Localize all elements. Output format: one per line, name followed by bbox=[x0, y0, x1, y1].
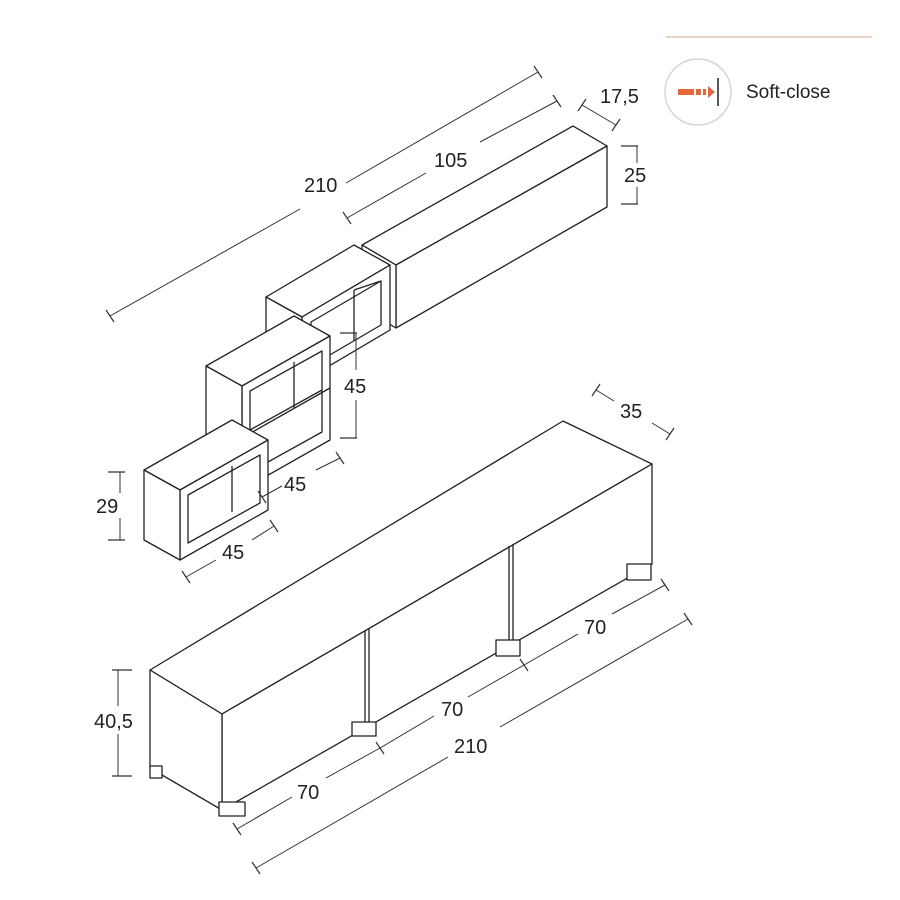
dim-wall-total-width-label: 210 bbox=[304, 175, 337, 197]
dim-small-width: 45 bbox=[181, 519, 279, 584]
wall-cube-lower bbox=[143, 419, 269, 561]
dim-small-height: 29 bbox=[96, 471, 125, 541]
dim-base-total-width-label: 210 bbox=[454, 736, 487, 758]
dim-base-depth: 35 bbox=[591, 383, 675, 441]
soft-close-label: Soft-close bbox=[746, 82, 830, 103]
dim-door-middle-label: 70 bbox=[441, 699, 463, 721]
dim-base-height-label: 40,5 bbox=[94, 711, 133, 733]
dim-shelf-depth-label: 17,5 bbox=[600, 86, 639, 108]
base-foot bbox=[351, 721, 377, 737]
dim-small-width-label: 45 bbox=[222, 542, 244, 564]
dim-cube-height: 45 bbox=[340, 332, 366, 439]
dim-base-depth-label: 35 bbox=[620, 401, 642, 423]
dim-door-left-label: 70 bbox=[297, 782, 319, 804]
base-foot bbox=[149, 765, 163, 779]
wall-shelf-box bbox=[361, 125, 608, 329]
dim-door-right-label: 70 bbox=[584, 617, 606, 639]
dim-shelf-height-label: 25 bbox=[624, 165, 646, 187]
dim-wall-total-width: 210 bbox=[105, 65, 543, 323]
dim-shelf-depth: 17,5 bbox=[577, 86, 639, 132]
base-foot bbox=[626, 563, 652, 581]
dim-base-total-width: 210 bbox=[251, 612, 693, 875]
base-foot bbox=[218, 801, 246, 817]
dim-cube-height-label: 45 bbox=[344, 376, 366, 398]
dim-shelf-height: 25 bbox=[621, 145, 646, 205]
dim-door-left: 70 bbox=[232, 741, 385, 836]
dim-base-height: 40,5 bbox=[94, 669, 133, 777]
dim-cube-depth-label: 45 bbox=[284, 474, 306, 496]
dim-cube-depth: 45 bbox=[257, 451, 345, 504]
base-foot bbox=[495, 639, 521, 657]
dim-door-right: 70 bbox=[523, 578, 670, 666]
dim-shelf-width: 105 bbox=[342, 94, 562, 225]
dim-small-height-label: 29 bbox=[96, 496, 118, 518]
soft-close-icon bbox=[678, 78, 719, 106]
base-unit bbox=[149, 420, 653, 817]
dim-shelf-width-label: 105 bbox=[434, 150, 467, 172]
